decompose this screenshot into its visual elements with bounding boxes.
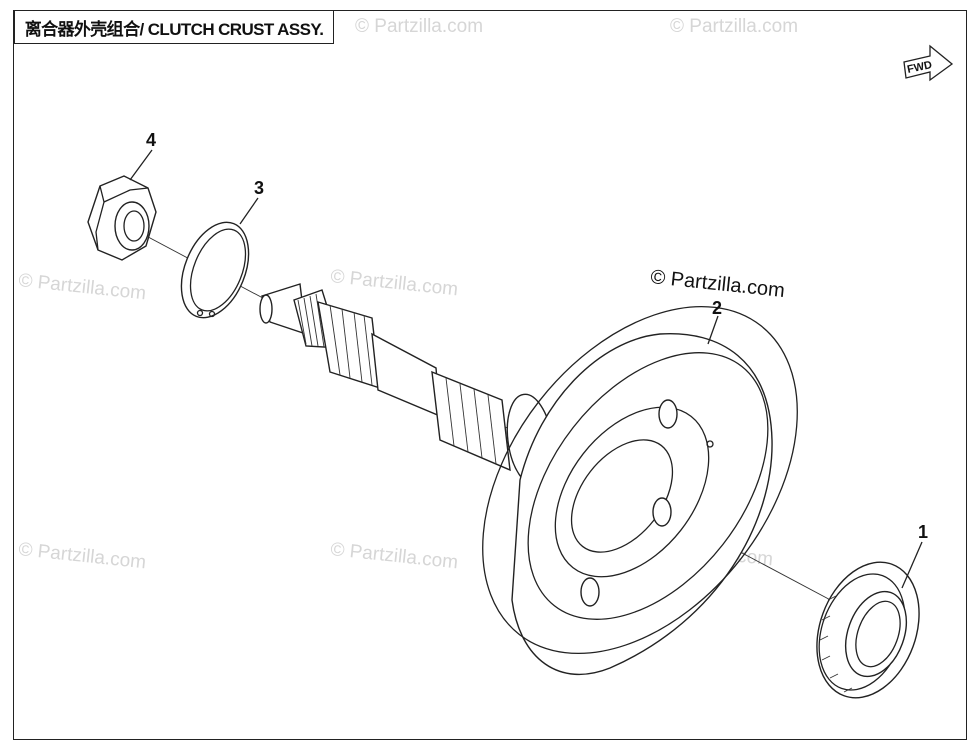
leader-3	[239, 197, 259, 225]
watermark: © Partzilla.com	[355, 16, 483, 37]
leader-2	[707, 315, 719, 345]
callout-3: 3	[254, 178, 264, 198]
leader-1	[901, 541, 923, 589]
watermark: © Partzilla.com	[329, 539, 459, 573]
part-2-clutch-housing	[259, 283, 798, 676]
part-1-one-way-clutch	[816, 561, 920, 699]
fwd-arrow-icon: FWD	[903, 44, 954, 82]
callout-1: 1	[918, 522, 928, 542]
diagram-title: 离合器外壳组合/ CLUTCH CRUST ASSY.	[14, 10, 334, 44]
callout-2: 2	[712, 298, 722, 318]
fwd-label: FWD	[906, 59, 933, 76]
watermark-main: © Partzilla.com	[649, 266, 785, 302]
watermark: © Partzilla.com	[17, 270, 147, 304]
part-4-nut	[87, 175, 157, 261]
callout-4: 4	[146, 130, 156, 150]
leader-4	[129, 149, 153, 181]
part-3-snap-ring	[180, 221, 250, 319]
watermark: © Partzilla.com	[670, 16, 798, 37]
diagram-frame	[13, 10, 967, 740]
watermark: © Partzilla.com	[17, 539, 147, 573]
watermark: © Partzilla.com	[329, 266, 459, 300]
